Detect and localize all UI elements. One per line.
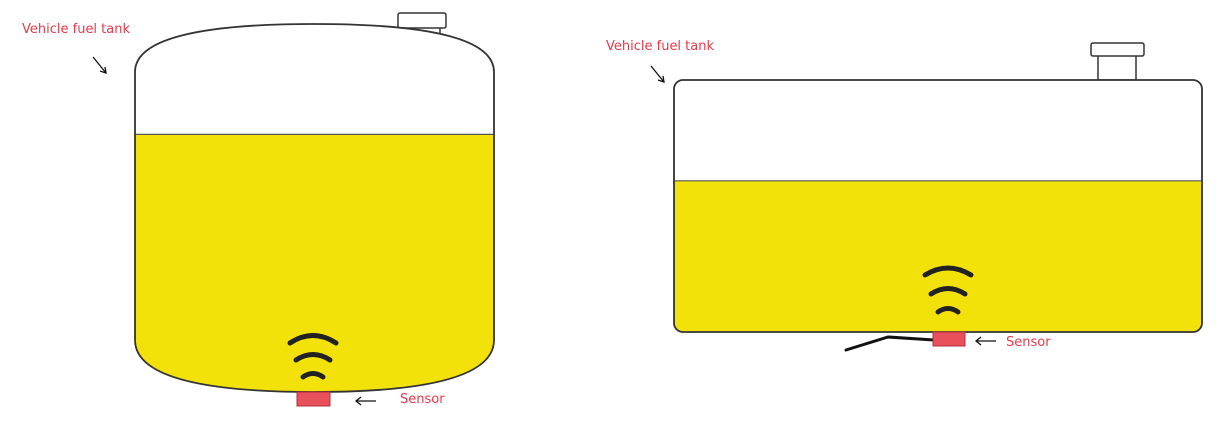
left-fuel-fill [135,134,494,392]
right-title-arrow-icon [650,65,665,83]
right-tank-title: Vehicle fuel tank [606,39,714,54]
right-tank: Sensor Vehicle fuel tank [606,39,1203,352]
left-tank-outline [134,23,495,393]
right-sensor-label: Sensor [1006,335,1051,350]
right-filler-cap [1090,42,1145,57]
left-title-arrow-icon [92,56,107,74]
left-wave-icon [287,333,339,380]
left-tank-title: Vehicle fuel tank [22,22,130,37]
right-sensor [932,331,966,347]
right-wave-icon [922,265,974,315]
left-filler-cap [397,12,447,29]
left-sensor-label: Sensor [400,392,445,407]
left-sensor [296,391,331,407]
left-tank: Sensor Vehicle fuel tank [22,12,495,407]
right-fuel-fill [674,180,1202,332]
right-filler-neck [1097,53,1137,81]
right-sensor-cable [844,335,936,352]
left-sensor-arrow-icon [354,396,376,406]
right-sensor-arrow-icon [974,336,996,346]
